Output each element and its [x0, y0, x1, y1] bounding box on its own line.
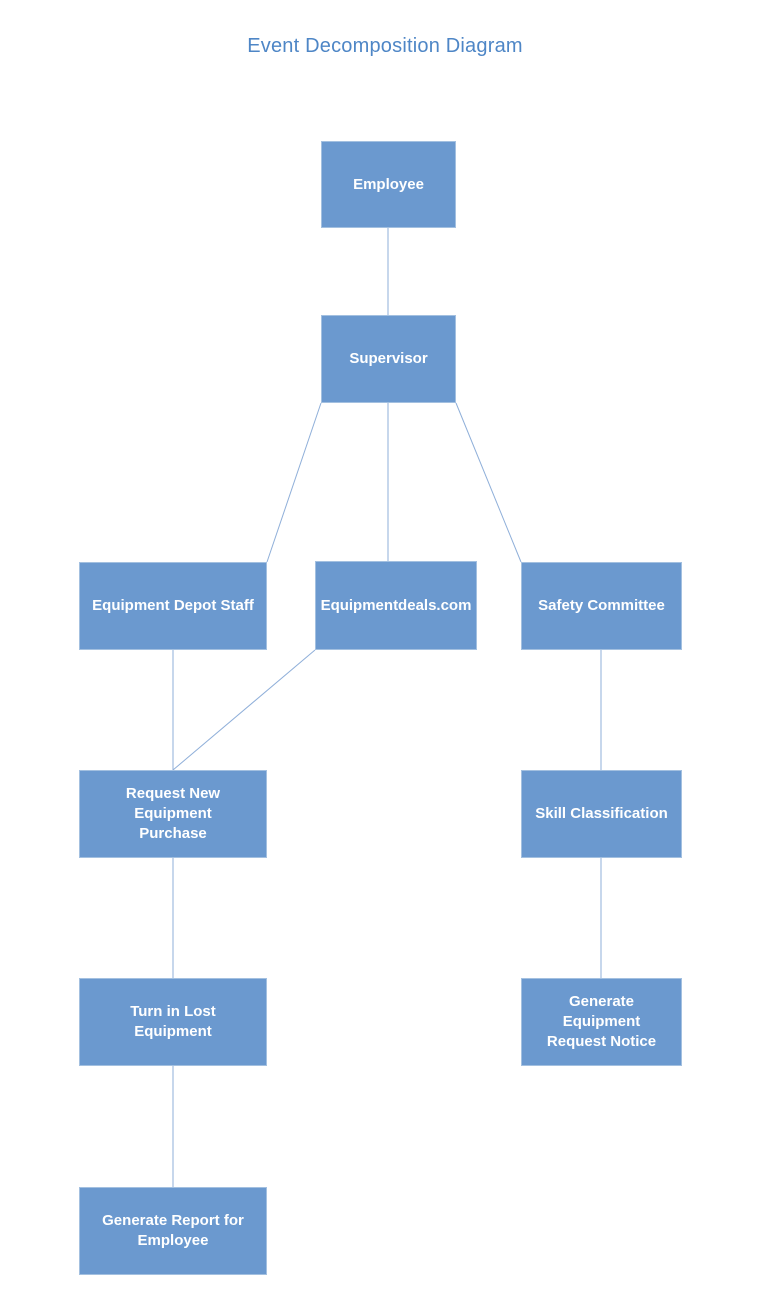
- node-label: Safety Committee: [538, 597, 665, 614]
- node-employee[interactable]: Employee: [321, 141, 456, 228]
- connector-line-supervisor-to-equipment-depot-staff: [266, 402, 322, 563]
- node-label: Employee: [353, 175, 424, 193]
- node-skill-classification[interactable]: Skill Classification: [521, 770, 682, 858]
- node-label: Supervisor: [349, 350, 428, 367]
- node-equipmentdeals-com[interactable]: Equipmentdeals.com: [315, 561, 477, 650]
- diagram-title: Event Decomposition Diagram: [247, 35, 523, 57]
- node-label: Generate Report for Employee: [102, 1212, 244, 1249]
- node-generate-equipment-request-notice[interactable]: Generate Equipment Request Notice: [521, 978, 682, 1066]
- node-turn-in-lost-equipment[interactable]: Turn in Lost Equipment: [79, 978, 267, 1066]
- connector-line-supervisor-to-safety-committee: [455, 402, 522, 563]
- node-request-new-equipment-purchase[interactable]: Request New Equipment Purchase: [79, 770, 267, 858]
- node-label: Equipment Depot Staff: [92, 597, 254, 614]
- connector-line-equipmentdeals-com-to-request-new-equipment-purchase: [172, 649, 316, 771]
- node-label: Equipmentdeals.com: [320, 596, 472, 614]
- node-supervisor[interactable]: Supervisor: [321, 315, 456, 403]
- node-label: Generate Equipment Request Notice: [546, 993, 657, 1050]
- node-label: Skill Classification: [535, 805, 668, 822]
- node-label: Turn in Lost Equipment: [130, 1003, 216, 1040]
- node-label: Request New Equipment Purchase: [125, 785, 221, 842]
- node-safety-committee[interactable]: Safety Committee: [521, 562, 682, 650]
- node-generate-report-for-employee[interactable]: Generate Report for Employee: [79, 1187, 267, 1275]
- node-equipment-depot-staff[interactable]: Equipment Depot Staff: [79, 562, 267, 650]
